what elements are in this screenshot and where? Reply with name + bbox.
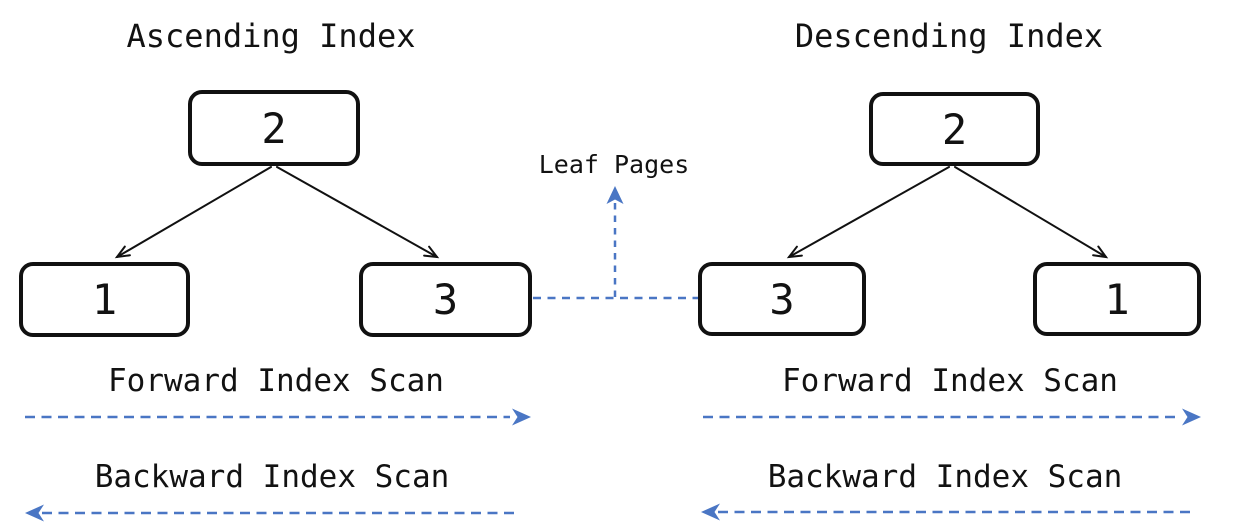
descending-tree-edges [786, 166, 1109, 259]
leaf-pages-connector [533, 202, 698, 300]
descending-backward-scan-label: Backward Index Scan [767, 459, 1123, 495]
edge-root-to-left-leaf [788, 166, 950, 258]
ascending-backward-scan-label: Backward Index Scan [94, 459, 450, 495]
forward-arrowhead-right-icon [1182, 408, 1201, 426]
descending-index-title: Descending Index [794, 17, 1104, 55]
ascending-index-title: Ascending Index [126, 17, 416, 55]
node-value: 2 [941, 104, 968, 154]
edge-root-to-right-leaf [954, 166, 1107, 258]
backward-arrowhead-left-icon [701, 503, 720, 521]
edge-arrowhead [423, 245, 440, 259]
ascending-root-node: 2 [188, 90, 360, 166]
edge-arrowhead [1092, 245, 1109, 259]
descending-forward-scan-label: Forward Index Scan [782, 363, 1118, 399]
descending-root-node: 2 [869, 92, 1040, 166]
edge-arrowhead [114, 245, 131, 259]
ascending-scan-arrows [25, 415, 517, 515]
node-value: 3 [432, 275, 459, 324]
ascending-forward-scan-label: Forward Index Scan [108, 363, 444, 399]
descending-scan-arrows [703, 415, 1190, 514]
descending-right-leaf-node: 1 [1033, 262, 1201, 336]
node-value: 1 [1104, 274, 1130, 324]
backward-arrowhead-left-icon [25, 504, 44, 522]
leaf-pages-arrowhead-up-icon [606, 186, 624, 204]
edge-root-to-left-leaf [116, 166, 272, 258]
ascending-right-leaf-node: 3 [359, 262, 532, 337]
ascending-left-leaf-node: 1 [19, 262, 190, 337]
edge-root-to-right-leaf [276, 166, 438, 258]
node-value: 2 [261, 103, 287, 153]
forward-arrowhead-right-icon [512, 408, 531, 426]
edge-arrowhead [786, 245, 803, 259]
descending-left-leaf-node: 3 [698, 262, 866, 336]
ascending-tree-edges [114, 166, 440, 259]
leaf-pages-label: Leaf Pages [538, 150, 690, 179]
node-value: 3 [769, 274, 795, 324]
node-value: 1 [91, 275, 118, 324]
